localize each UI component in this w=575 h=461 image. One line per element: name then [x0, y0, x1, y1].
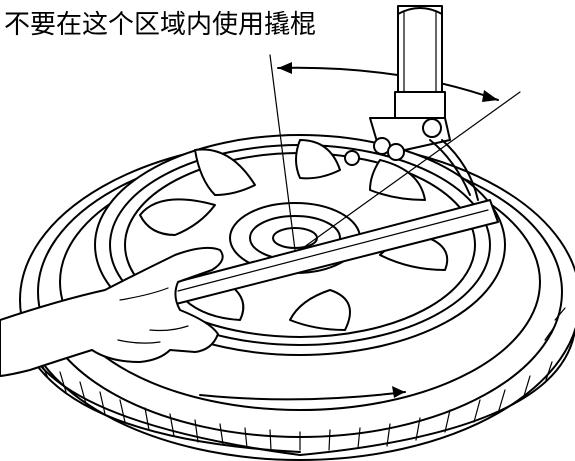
zone-boundary-line [299, 91, 521, 251]
wheel-rim-illustration [94, 134, 506, 356]
zone-boundary-line [269, 54, 296, 251]
hand-illustration [0, 246, 224, 377]
arc-end-arrow-icon [482, 90, 498, 102]
no-lever-zone-arc [277, 66, 499, 101]
warning-caption: 不要在这个区域内使用撬棍 [4, 10, 317, 40]
arrowhead-icon [392, 386, 405, 398]
tire-changer-head-illustration [369, 5, 479, 201]
arc-start-arrow-icon [278, 62, 292, 74]
rotation-arrow-icon [199, 391, 406, 401]
